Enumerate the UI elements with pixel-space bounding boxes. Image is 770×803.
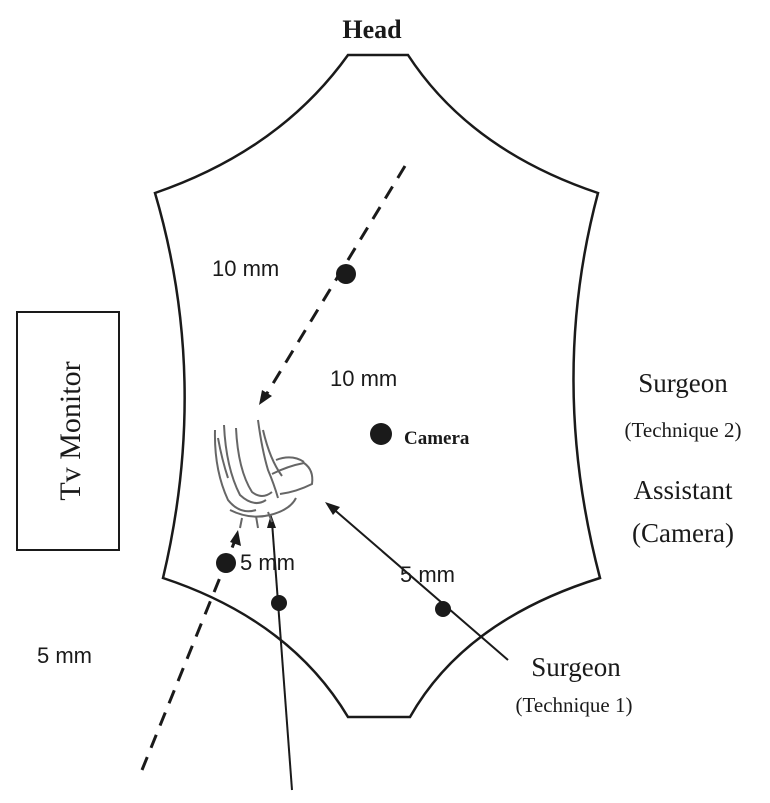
port-right-5mm [435, 601, 451, 617]
right-5mm-label: 5 mm [400, 562, 455, 587]
technique1-label: (Technique 1) [516, 693, 633, 717]
port-camera [370, 423, 392, 445]
lower-5mm-label: 5 mm [240, 550, 295, 575]
surgeon-technique1-label: Surgeon [531, 652, 621, 682]
tv-monitor-label: Tv Monitor [54, 361, 87, 500]
port-bottom-center [271, 595, 287, 611]
organ-sketch [215, 420, 312, 528]
port-lower-left-5mm [216, 553, 236, 573]
assistant-camera-label: (Camera) [632, 518, 734, 548]
upper-port-dashed-line [263, 166, 405, 400]
left-5mm-label: 5 mm [37, 643, 92, 668]
assistant-label: Assistant [633, 475, 733, 505]
upper-10mm-label: 10 mm [212, 256, 279, 281]
camera-label: Camera [404, 428, 470, 449]
center-10mm-label: 10 mm [330, 366, 397, 391]
surgeon-technique2-label: Surgeon [638, 368, 728, 398]
lower-left-arrowhead [230, 530, 241, 546]
lower-left-dashed-line [142, 538, 236, 770]
upper-arrowhead [259, 390, 272, 405]
head-label: Head [342, 15, 402, 44]
technique2-label: (Technique 2) [625, 418, 742, 442]
port-upper-10mm [336, 264, 356, 284]
